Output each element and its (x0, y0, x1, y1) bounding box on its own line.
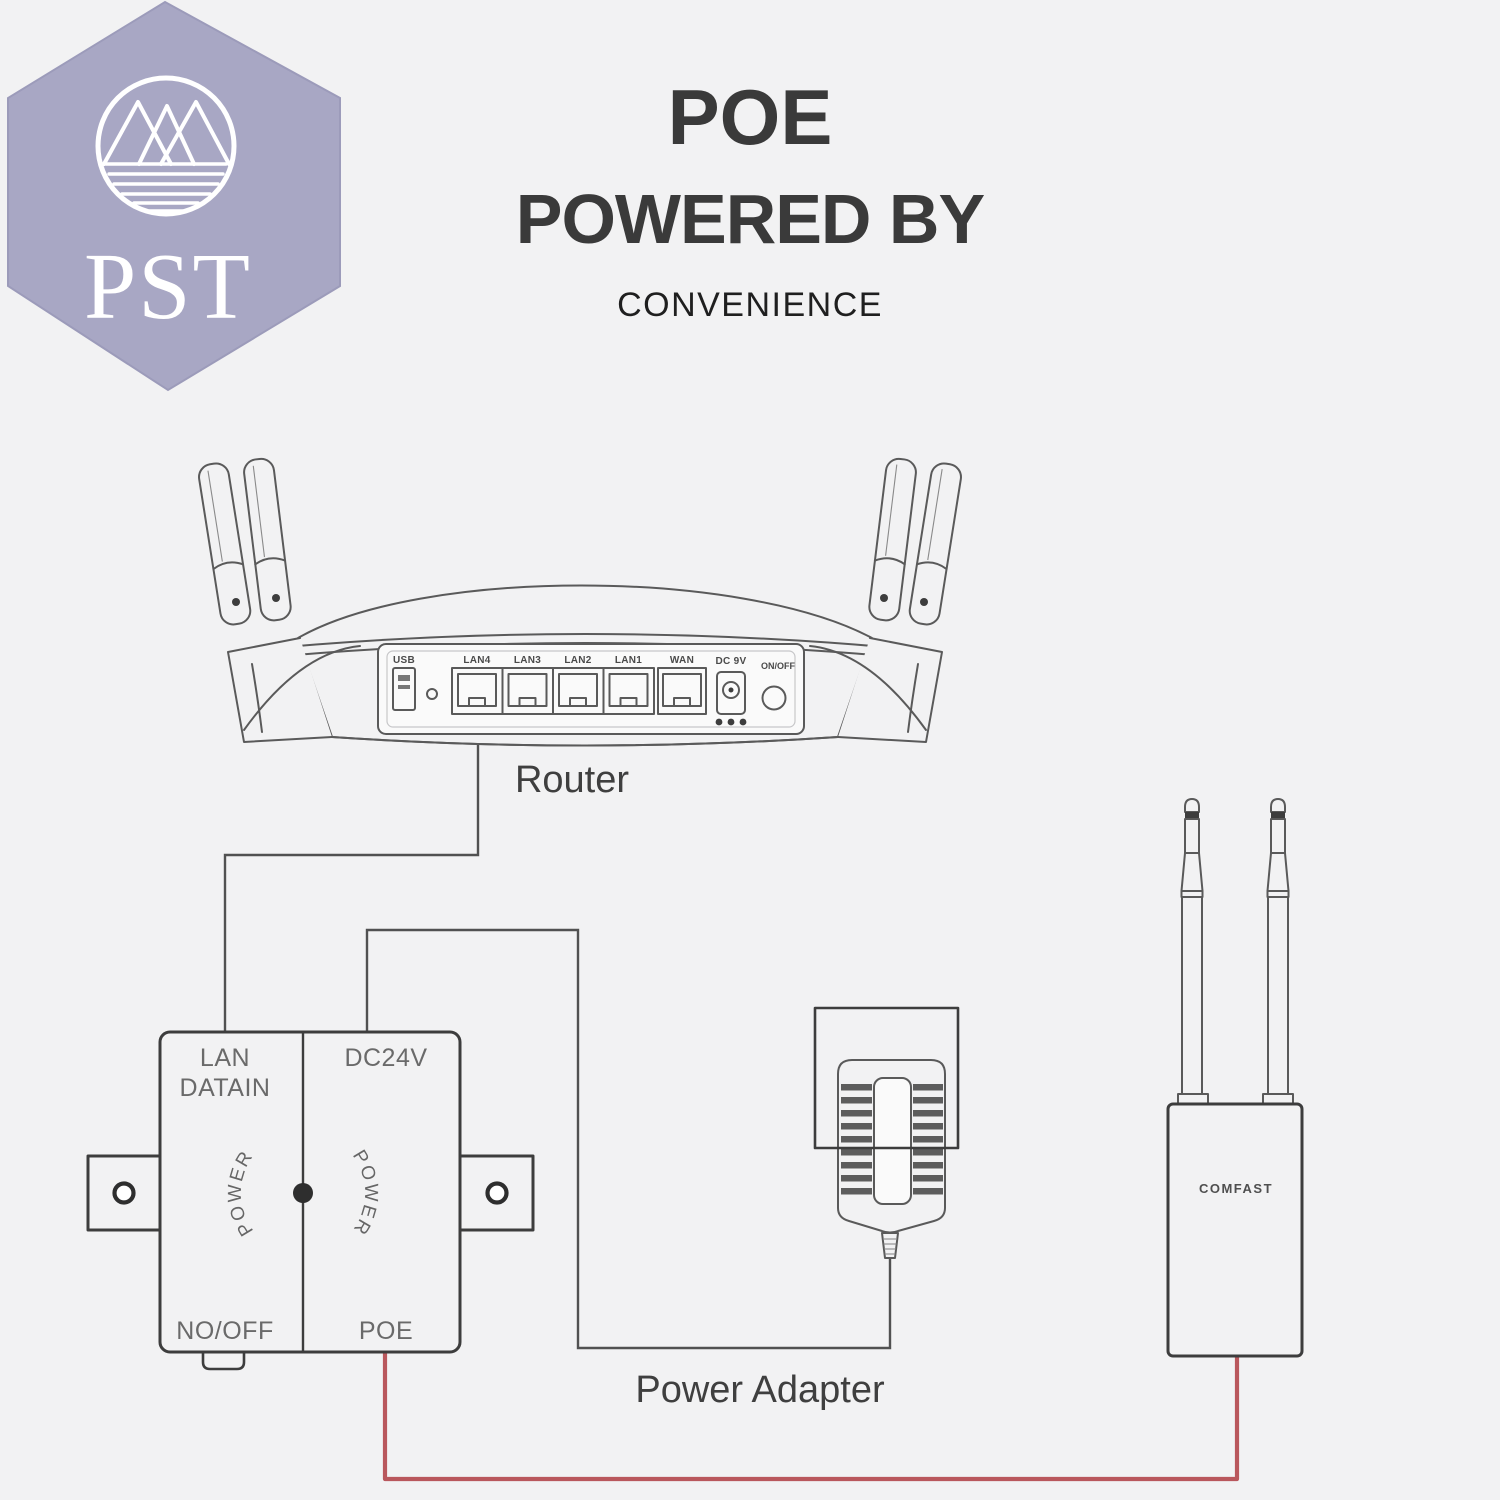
router-antennas (198, 457, 962, 626)
adapter-fins (841, 1084, 943, 1195)
dc-jack (716, 671, 746, 715)
power-button (761, 685, 787, 711)
mount-hole-left (112, 1181, 136, 1205)
poe-injector: LAN DATAIN DC24V NO/OFF POE POWER POWER (86, 1030, 535, 1371)
wall-plate (813, 1006, 960, 1150)
hexagon-shape (7, 0, 341, 392)
title-line1: POE (668, 73, 833, 161)
router-port-label-lan2: LAN2 (564, 655, 591, 666)
header: POE POWERED BY CONVENIENCE (516, 73, 986, 324)
router-port-label-lan4: LAN4 (463, 655, 490, 666)
router-port-label-dc: DC 9V (716, 656, 747, 667)
ap-antenna-left (1180, 798, 1204, 1106)
power-adapter-label: Power Adapter (635, 1369, 885, 1411)
router-port-label-usb: USB (393, 655, 415, 666)
ap-body (1166, 1102, 1304, 1358)
rj45-jacks (457, 673, 649, 707)
usb-port (392, 667, 416, 711)
adapter-center-slot (873, 1077, 912, 1205)
power-adapter-illustration (813, 1006, 960, 1259)
injector-bottom-tab (201, 1350, 246, 1371)
wires (223, 745, 892, 1350)
router-label: Router (515, 759, 629, 801)
injector-label-nooff: NO/OFF (176, 1317, 273, 1345)
badge-brand-text: PST (84, 235, 252, 339)
router-port-label-lan3: LAN3 (514, 655, 541, 666)
router-rear-panel: USB LAN4 (377, 643, 805, 735)
mount-hole-right (485, 1181, 509, 1205)
injector-label-poe: POE (359, 1317, 413, 1345)
wire-adapter-to-injector (365, 928, 892, 1350)
router-illustration: USB LAN4 (198, 457, 962, 747)
subtitle: CONVENIENCE (617, 286, 883, 324)
injector-center-dot (293, 1183, 313, 1203)
injector-label-dc24v: DC24V (344, 1044, 427, 1072)
wire-router-to-injector (223, 745, 480, 1032)
access-point-illustration: COMFAST (1166, 798, 1304, 1358)
mountain-logo-icon (95, 75, 237, 217)
injector-label-datain: DATAIN (180, 1074, 271, 1102)
reset-hole (426, 688, 438, 700)
router-port-label-lan1: LAN1 (615, 655, 642, 666)
router-port-label-onoff: ON/OFF (761, 661, 795, 671)
wan-port (657, 667, 707, 715)
pst-badge: PST (7, 0, 341, 392)
ap-brand-text: COMFAST (1199, 1181, 1273, 1196)
ap-antenna-right (1266, 798, 1290, 1106)
injector-label-lan: LAN (200, 1044, 250, 1072)
wire-poe-to-access-point (382, 1353, 1240, 1482)
title-line2: POWERED BY (516, 180, 985, 258)
router-port-label-wan: WAN (670, 655, 694, 666)
